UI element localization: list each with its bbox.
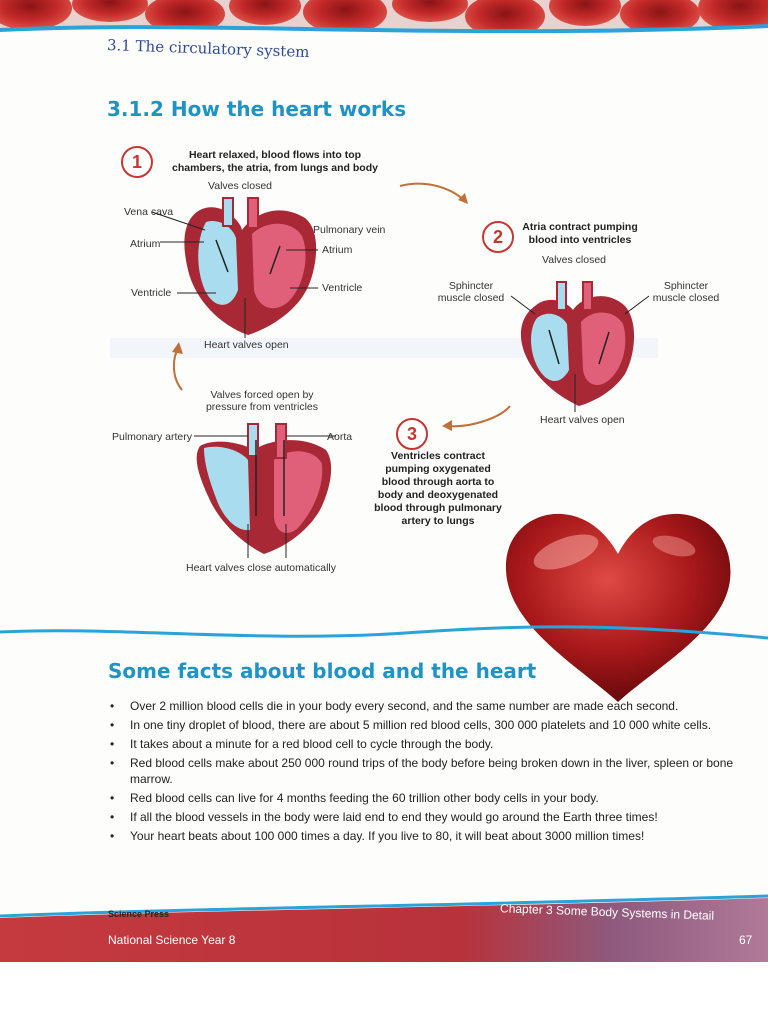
label-leader: [624, 295, 650, 315]
step3-caption-line: blood through aorta to: [381, 476, 495, 488]
fact-item: Your heart beats about 100 000 times a d…: [110, 828, 740, 844]
vena-cava-vessel: [222, 197, 234, 227]
step1-atrium-right-label: Atrium: [322, 244, 353, 256]
flow-arrow: [269, 245, 281, 275]
step-number-2: 2: [482, 221, 514, 253]
fact-item: It takes about a minute for a red blood …: [110, 736, 740, 752]
step1-caption-line1: Heart relaxed, blood flows into top: [188, 149, 362, 161]
step3-caption-line: body and deoxygenated: [377, 489, 499, 501]
left-side-oxygenated-blood: [252, 223, 306, 309]
step2-sphincter-right-label: Sphincter muscle closed: [648, 280, 724, 304]
step1-atrium-left-label: Atrium: [130, 238, 161, 250]
glossy-heart-image: [505, 513, 731, 702]
step2-caption-line1: Atria contract pumping: [522, 221, 638, 233]
step3-valves-forced-label: Valves forced open by pressure from vent…: [192, 389, 332, 413]
aorta-label: Aorta: [327, 431, 353, 443]
wave-divider: [0, 625, 768, 640]
step2-heart-valves-open-label: Heart valves open: [540, 414, 625, 426]
step3-valves-forced-line2: pressure from ventricles: [205, 401, 319, 413]
pulmonary-artery-label: Pulmonary artery: [112, 431, 192, 443]
flow-arrow: [215, 239, 229, 273]
step2-caption-line2: blood into ventricles: [528, 234, 632, 246]
step3-caption-line: artery to lungs: [401, 515, 475, 527]
textbook-page: 3.1 The circulatory system 3.1.2 How the…: [0, 0, 768, 962]
fact-item: Red blood cells make about 250 000 round…: [110, 755, 740, 787]
left-side-oxygenated-blood: [274, 451, 323, 533]
flow-arrow: [598, 331, 610, 365]
step1-valves-closed-label: Valves closed: [208, 180, 273, 192]
step3-valves-forced-line1: Valves forced open by: [210, 389, 314, 401]
heart-diagram-ventricles-contract: [194, 423, 336, 558]
step3-caption: Ventricles contract pumping oxygenated b…: [358, 450, 518, 528]
fact-item: Red blood cells can live for 4 months fe…: [110, 790, 740, 806]
background-band: [110, 338, 658, 358]
step1-caption-line2: chambers, the atria, from lungs and body: [172, 162, 378, 174]
pulmonary-artery-vessel: [247, 423, 259, 457]
facts-list: Over 2 million blood cells die in your b…: [110, 698, 740, 847]
step2-valves-closed-label: Valves closed: [542, 254, 607, 266]
blood-cells-banner: [0, 0, 768, 48]
step3-caption-line: Ventricles contract: [391, 450, 485, 462]
pulmonary-vein-label: Pulmonary vein: [313, 224, 386, 236]
aorta-vessel: [275, 423, 287, 459]
page-title: 3.1.2 How the heart works: [107, 97, 407, 121]
vena-cava-vessel: [556, 281, 567, 311]
label-leader: [151, 211, 206, 231]
step2-sphincter-left-line2: muscle closed: [437, 292, 505, 304]
right-side-deoxygenated-blood: [531, 313, 569, 382]
flow-arrow: [548, 329, 560, 365]
fact-item: If all the blood vessels in the body wer…: [110, 809, 740, 825]
step1-ventricle-right-label: Ventricle: [322, 282, 363, 294]
series-name: National Science Year 8: [108, 933, 236, 947]
red-blood-cells: [0, 0, 768, 38]
right-side-deoxygenated-blood: [198, 220, 238, 305]
footer-banner: [0, 894, 768, 962]
step2-sphincter-left-label: Sphincter muscle closed: [436, 280, 506, 304]
step2-sphincter-right-line1: Sphincter: [663, 280, 709, 292]
heart-diagram-atria-contract: [510, 281, 650, 412]
step1-ventricle-left-label: Ventricle: [131, 287, 172, 299]
label-leader: [510, 295, 536, 315]
publisher-name: Science Press: [108, 909, 170, 919]
step1-caption: Heart relaxed, blood flows into top cham…: [150, 149, 400, 175]
step3-caption-line: blood through pulmonary: [374, 502, 502, 514]
heart-diagram-relaxed: [151, 197, 318, 338]
aorta-vessel: [247, 197, 259, 229]
fact-item: In one tiny droplet of blood, there are …: [110, 717, 740, 733]
page-number: 67: [739, 933, 753, 947]
step2-sphincter-right-line2: muscle closed: [652, 292, 720, 304]
step1-heart-valves-open-label: Heart valves open: [204, 339, 289, 351]
step-number-3: 3: [396, 418, 428, 450]
fact-item: Over 2 million blood cells die in your b…: [110, 698, 740, 714]
facts-title: Some facts about blood and the heart: [108, 659, 537, 683]
heart-valves-close-label: Heart valves close automatically: [186, 562, 336, 574]
step-number-1: 1: [121, 146, 153, 178]
step3-caption-line: pumping oxygenated: [385, 463, 491, 475]
arrow-step1-to-step2: [399, 182, 468, 204]
aorta-vessel: [582, 281, 593, 311]
arrow-step3-to-step1: [172, 342, 183, 391]
right-side-deoxygenated-blood: [204, 446, 250, 531]
arrow-step2-to-step3: [442, 405, 511, 431]
step2-sphincter-left-line1: Sphincter: [448, 280, 494, 292]
step2-caption: Atria contract pumping blood into ventri…: [512, 221, 648, 247]
